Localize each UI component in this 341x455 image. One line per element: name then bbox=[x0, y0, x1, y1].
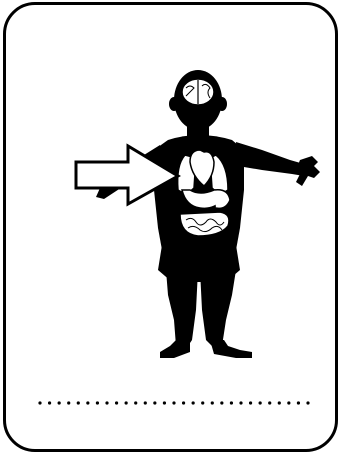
answer-dot bbox=[48, 401, 51, 404]
answer-dot bbox=[125, 401, 128, 404]
answer-dot bbox=[220, 401, 223, 404]
answer-dot bbox=[38, 401, 41, 404]
answer-dot bbox=[306, 401, 309, 404]
answer-dot bbox=[297, 401, 300, 404]
leg-right bbox=[200, 270, 236, 346]
answer-dot bbox=[211, 401, 214, 404]
answer-dot bbox=[249, 401, 252, 404]
answer-dot bbox=[259, 401, 262, 404]
answer-dot bbox=[58, 401, 61, 404]
answer-dot bbox=[230, 401, 233, 404]
arm-right bbox=[236, 142, 304, 176]
answer-dot bbox=[201, 401, 204, 404]
answer-dot bbox=[287, 401, 290, 404]
answer-blank-line bbox=[38, 397, 310, 409]
answer-dot bbox=[115, 401, 118, 404]
ear-left bbox=[169, 97, 179, 111]
answer-dot bbox=[134, 401, 137, 404]
answer-dot bbox=[172, 401, 175, 404]
answer-dot bbox=[192, 401, 195, 404]
leg-left bbox=[166, 270, 198, 346]
brain-organ bbox=[182, 79, 214, 105]
hand-right bbox=[296, 156, 320, 186]
answer-dot bbox=[77, 401, 80, 404]
answer-dot bbox=[67, 401, 70, 404]
answer-dot bbox=[86, 401, 89, 404]
answer-dot bbox=[153, 401, 156, 404]
answer-dot bbox=[163, 401, 166, 404]
ear-right bbox=[217, 97, 227, 111]
answer-dot bbox=[144, 401, 147, 404]
answer-dot bbox=[105, 401, 108, 404]
answer-dot bbox=[182, 401, 185, 404]
answer-dot bbox=[278, 401, 281, 404]
answer-dot bbox=[268, 401, 271, 404]
foot-right bbox=[210, 340, 252, 358]
answer-dot bbox=[96, 401, 99, 404]
answer-dot bbox=[239, 401, 242, 404]
foot-left bbox=[160, 340, 190, 358]
